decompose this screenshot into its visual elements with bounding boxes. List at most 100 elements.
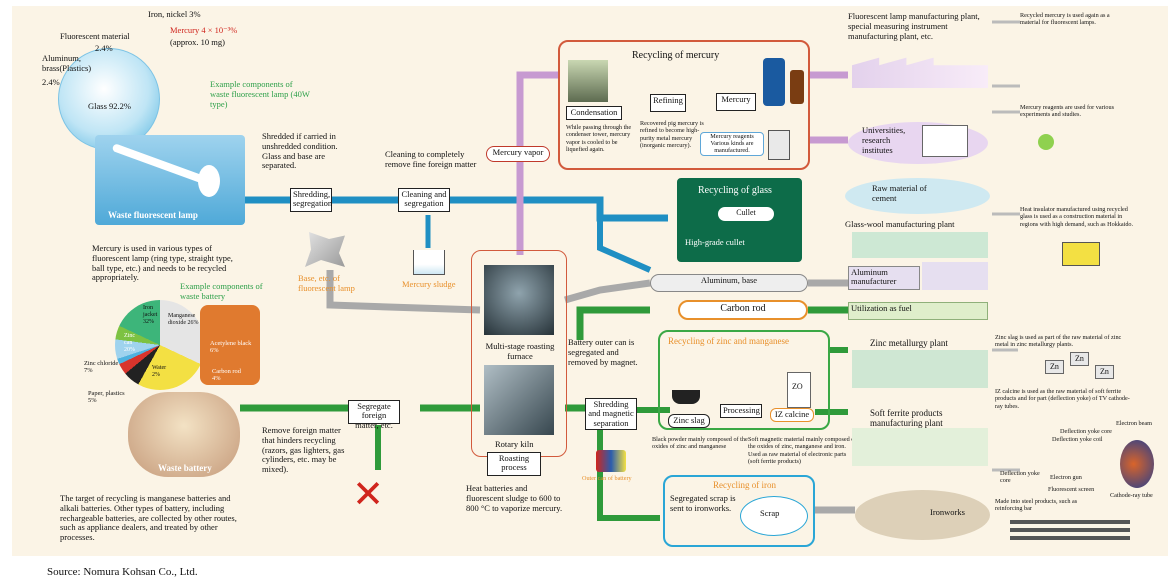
ferrite-note: IZ calcine is used as the raw material o… <box>995 388 1130 410</box>
lab-flask-icon <box>1038 134 1054 150</box>
lamp-fluorescent-pct: 2.4% <box>95 43 113 53</box>
waste-battery-image <box>128 392 240 477</box>
lamp-plant-label: Fluorescent lamp manufacturing plant, sp… <box>848 11 980 41</box>
crt-label-4: Deflection yoke core <box>1000 470 1040 485</box>
iron-recycling-box <box>663 475 815 547</box>
aluminum-base-box: Aluminum, base <box>650 274 808 292</box>
zinc-plant-note: Zinc slag is used as part of the raw mat… <box>995 334 1122 349</box>
zn-tile-2: Zn <box>1070 352 1089 366</box>
ironworks-label: Ironworks <box>930 507 965 517</box>
shred-note: Shredded if carried in unshredded condit… <box>262 131 338 171</box>
battery-paper: Paper, plastics 5% <box>88 390 125 405</box>
glass-to-aluminum-arrow <box>597 218 652 273</box>
carbon-arrow <box>576 306 650 340</box>
zn-tile-1: Zn <box>1045 360 1064 374</box>
lamp-aluminum-pct: 2.4% <box>42 77 60 87</box>
crt-label-3: Electron beam <box>1116 420 1152 427</box>
cleaning-note: Cleaning to completely remove fine forei… <box>385 149 477 169</box>
battery-iron-jacket: Iron jacket 32% <box>143 305 158 325</box>
zinc-recycling-box <box>658 330 830 430</box>
lamp-mercury-label: Mercury 4 × 10⁻³% <box>170 25 238 35</box>
zinc-slag-box: Zinc slag <box>668 414 710 428</box>
battery-zinc-chloride: Zinc chloride 7% <box>84 360 119 375</box>
mercury-bottle-icon <box>763 58 785 106</box>
crt-label-1: Deflection yoke core <box>1060 428 1112 435</box>
outer-can-label: Outer can of battery <box>582 475 632 482</box>
rebar-icon <box>1010 520 1130 524</box>
crt-label-6: Fluorescent screen <box>1048 486 1095 493</box>
reagents-box: Mercury reagents Various kinds are manuf… <box>700 132 764 156</box>
sludge-container <box>413 250 445 275</box>
refining-note: Recovered pig mercury is refined to beco… <box>640 120 704 150</box>
zinc-plant-label: Zinc metallurgy plant <box>870 338 948 348</box>
cullet-pill: Cullet <box>718 207 774 221</box>
zn-tile-3: Zn <box>1095 365 1114 379</box>
crt-label-2: Deflection yoke coil <box>1052 436 1103 443</box>
house-icon <box>1062 242 1100 266</box>
calcine-jar-text: ZO <box>792 382 803 391</box>
remove-note: Remove foreign matter that hinders recyc… <box>262 425 345 475</box>
shredded-glass-image <box>305 232 345 267</box>
mercury-title: Recycling of mercury <box>632 50 720 61</box>
mercury-vapor-arrow <box>516 71 560 255</box>
outer-can-image <box>596 450 626 472</box>
crt-label-7: Cathode-ray tube <box>1110 492 1153 499</box>
zinc-slag-note: Black powder mainly composed of the oxid… <box>652 436 748 451</box>
cement-label: Raw material of cement <box>872 183 927 203</box>
hg-cullet-label: High-grade cullet <box>685 237 745 247</box>
battery-note: The target of recycling is manganese bat… <box>60 493 237 543</box>
zinc-title: Recycling of zinc and manganese <box>668 336 789 346</box>
calcine-jar-icon <box>787 372 811 408</box>
processing-box: Processing <box>720 404 762 418</box>
ferrite-label: Soft ferrite products manufacturing plan… <box>870 408 943 429</box>
lamp-bulb-icon <box>198 165 220 197</box>
roasting-note: Heat batteries and fluorescent sludge to… <box>466 483 563 513</box>
battery-cylinder <box>200 305 260 385</box>
source-credit: Source: Nomura Kohsan Co., Ltd. <box>47 566 198 578</box>
lamp-fluorescent-label: Fluorescent material <box>60 31 130 41</box>
iron-title: Recycling of iron <box>713 480 776 490</box>
aluminum-factory-icon <box>922 262 988 290</box>
lamp-aluminum-label: Aluminum, brass(Plastics) <box>42 53 92 73</box>
scrap-label: Scrap <box>760 508 780 518</box>
zinc-factory-icon <box>852 350 988 388</box>
kiln-label: Rotary kiln <box>495 439 534 449</box>
carbon-rod-box: Carbon rod <box>678 300 808 320</box>
battery-acetylene: Acetylene black 6% <box>210 340 252 355</box>
sludge-label: Mercury sludge <box>402 279 456 289</box>
condensation-box: Condensation <box>566 106 622 120</box>
battery-zinc-can: Zinc can 20% <box>124 333 135 353</box>
shredding-box: Shredding, segregation <box>290 188 332 212</box>
university-building-icon <box>922 125 968 157</box>
lamp-iron-label: Iron, nickel 3% <box>148 9 201 19</box>
ironworks-note: Made into steel products, such as reinfo… <box>995 498 1078 513</box>
battery-components-title: Example components of waste battery <box>180 281 263 301</box>
condensation-note: While passing through the condenser towe… <box>566 124 632 154</box>
battery-carbon: Carbon rod 4% <box>212 368 241 383</box>
cement-bubble <box>845 178 990 214</box>
glasswool-label: Glass-wool manufacturing plant <box>845 219 955 229</box>
glass-title: Recycling of glass <box>698 185 772 196</box>
furnace-label: Multi-stage roasting furnace <box>485 341 555 361</box>
furnace-image <box>484 265 554 335</box>
ferrite-factory-icon <box>852 428 988 466</box>
iron-note: Segregated scrap is sent to ironworks. <box>670 493 736 513</box>
ironworks-bubble <box>855 490 990 540</box>
glass-pie-chart <box>58 48 160 150</box>
aluminum-manufacturer-box: Aluminum manufacturer <box>848 266 920 290</box>
waste-lamp-label: Waste fluorescent lamp <box>108 210 198 220</box>
mercury-vapor-pill: Mercury vapor <box>486 146 550 162</box>
lamp-glass-label: Glass 92.2% <box>88 101 131 111</box>
crt-label-5: Electron gun <box>1050 474 1082 481</box>
universities-label: Universities, research institutes <box>862 125 906 155</box>
battery-water: Water 2% <box>152 365 167 378</box>
crt-tube-icon <box>1120 440 1154 488</box>
reagent-bottle-icon <box>790 70 804 104</box>
reagent-jar-icon <box>768 130 790 160</box>
outer-can-note: Battery outer can is segregated and remo… <box>568 337 638 367</box>
scrap-bubble <box>740 496 808 536</box>
zinc-slag-pan-icon <box>672 390 700 404</box>
lamp-note: Mercury is used in various types of fluo… <box>92 243 233 283</box>
